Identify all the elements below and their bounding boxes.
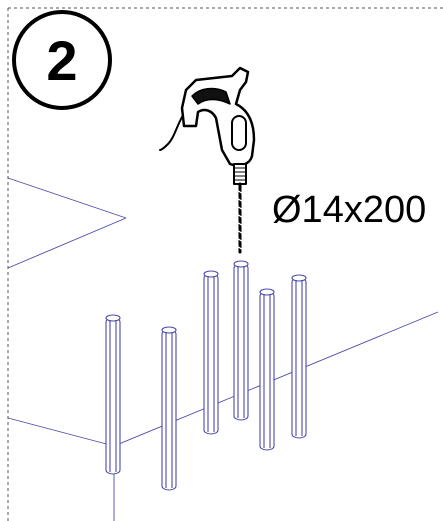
- drill-bit-spec-label: Ø14x200: [272, 189, 426, 231]
- anchor-rods: [105, 260, 307, 491]
- anchor-rod: [291, 274, 307, 439]
- anchor-rod: [161, 326, 177, 491]
- anchor-rod: [105, 314, 121, 475]
- step-badge: 2: [12, 10, 112, 110]
- dashed-frame: [7, 7, 443, 521]
- anchor-rod: [233, 260, 249, 421]
- step-number: 2: [46, 29, 77, 92]
- hammer-drill-icon: [159, 66, 256, 254]
- anchor-rod: [259, 288, 275, 451]
- anchor-rod: [203, 270, 219, 435]
